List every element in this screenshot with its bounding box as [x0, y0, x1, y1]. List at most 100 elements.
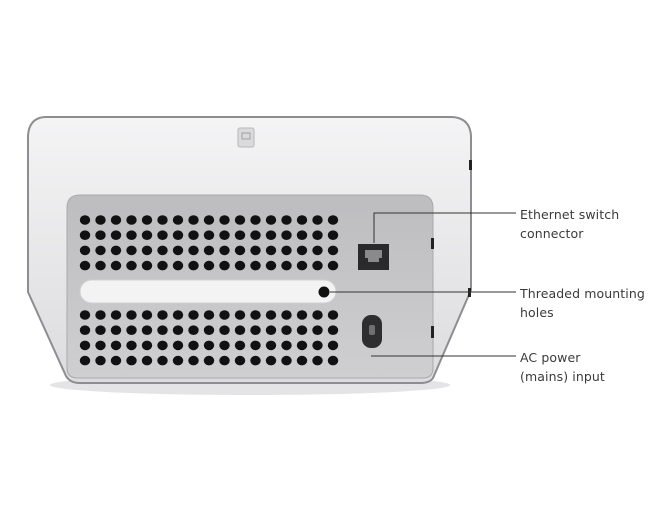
vent-hole [203, 310, 215, 320]
vent-hole [203, 245, 215, 256]
vent-hole [250, 355, 261, 366]
vent-hole [281, 260, 292, 271]
vent-hole [327, 245, 339, 256]
vent-hole [79, 355, 91, 366]
vent-hole [234, 260, 246, 271]
vent-hole [79, 215, 91, 225]
vent-hole [250, 340, 261, 351]
vent-hole [234, 230, 246, 240]
vent-hole [172, 260, 184, 271]
vent-hole [110, 310, 122, 320]
vent-hole [203, 260, 215, 271]
vent-hole [110, 215, 122, 225]
vent-hole [250, 215, 261, 225]
vent-hole [250, 230, 261, 240]
vent-hole [327, 325, 339, 336]
vent-hole [110, 340, 122, 351]
vent-hole [327, 310, 339, 320]
vent-hole [95, 230, 106, 240]
vent-hole [265, 310, 277, 320]
vent-hole [141, 245, 153, 256]
vent-hole [219, 325, 230, 336]
vent-hole [312, 215, 323, 225]
vent-hole [110, 260, 122, 271]
vent-hole [188, 355, 199, 366]
vent-hole [157, 215, 168, 225]
vent-hole [188, 325, 199, 336]
vent-hole [219, 230, 230, 240]
vent-hole [157, 245, 168, 256]
vent-hole [265, 215, 277, 225]
vent-hole [95, 310, 106, 320]
vent-hole [265, 355, 277, 366]
vent-hole [219, 215, 230, 225]
vent-hole [79, 325, 91, 336]
vent-hole [219, 260, 230, 271]
vent-hole [281, 340, 292, 351]
callout-mounting-holes: Threaded mounting holes [520, 284, 645, 322]
vent-hole [327, 340, 339, 351]
callout-ethernet: Ethernet switch connector [520, 205, 619, 243]
vent-hole [126, 325, 137, 336]
vent-hole [265, 260, 277, 271]
vent-hole [327, 260, 339, 271]
vent-hole [265, 325, 277, 336]
vent-hole [250, 245, 261, 256]
callout-ethernet-line1: Ethernet switch [520, 207, 620, 222]
vent-hole [141, 260, 153, 271]
vent-hole [126, 215, 137, 225]
vent-hole [265, 245, 277, 256]
vent-hole [327, 215, 339, 225]
vent-hole [281, 230, 292, 240]
vent-hole [203, 340, 215, 351]
vent-hole [250, 310, 261, 320]
vent-hole [141, 355, 153, 366]
vent-hole [281, 310, 292, 320]
vent-hole [172, 325, 184, 336]
vent-hole [172, 245, 184, 256]
vent-hole [141, 340, 153, 351]
callout-power-line1: AC power [520, 350, 581, 365]
vent-hole [203, 355, 215, 366]
vent-hole [141, 215, 153, 225]
vent-hole [296, 355, 308, 366]
vent-hole [312, 340, 323, 351]
vent-hole [234, 355, 246, 366]
vent-hole [126, 355, 137, 366]
vent-hole [296, 215, 308, 225]
mounting-slot [79, 279, 337, 304]
vent-hole [312, 260, 323, 271]
vent-hole [312, 230, 323, 240]
vent-hole [157, 340, 168, 351]
vent-hole [95, 245, 106, 256]
vent-hole [141, 230, 153, 240]
vent-hole [95, 260, 106, 271]
vent-hole [296, 230, 308, 240]
vent-hole [219, 245, 230, 256]
vent-hole [250, 260, 261, 271]
vent-hole [312, 310, 323, 320]
callout-mounting-line2: holes [520, 305, 554, 320]
vent-hole [219, 310, 230, 320]
ac-power-input [362, 315, 382, 348]
vent-hole [281, 325, 292, 336]
vent-hole [219, 355, 230, 366]
vent-hole [203, 325, 215, 336]
vent-hole [234, 325, 246, 336]
vent-hole [296, 260, 308, 271]
vent-hole [126, 340, 137, 351]
vent-hole [157, 230, 168, 240]
vent-hole [296, 310, 308, 320]
vent-hole [234, 215, 246, 225]
vent-hole [188, 245, 199, 256]
vent-hole [126, 260, 137, 271]
vent-hole [327, 355, 339, 366]
vent-hole [157, 325, 168, 336]
vent-hole [203, 215, 215, 225]
vent-hole [157, 260, 168, 271]
vent-hole [172, 340, 184, 351]
vent-hole [95, 325, 106, 336]
vent-hole [234, 245, 246, 256]
